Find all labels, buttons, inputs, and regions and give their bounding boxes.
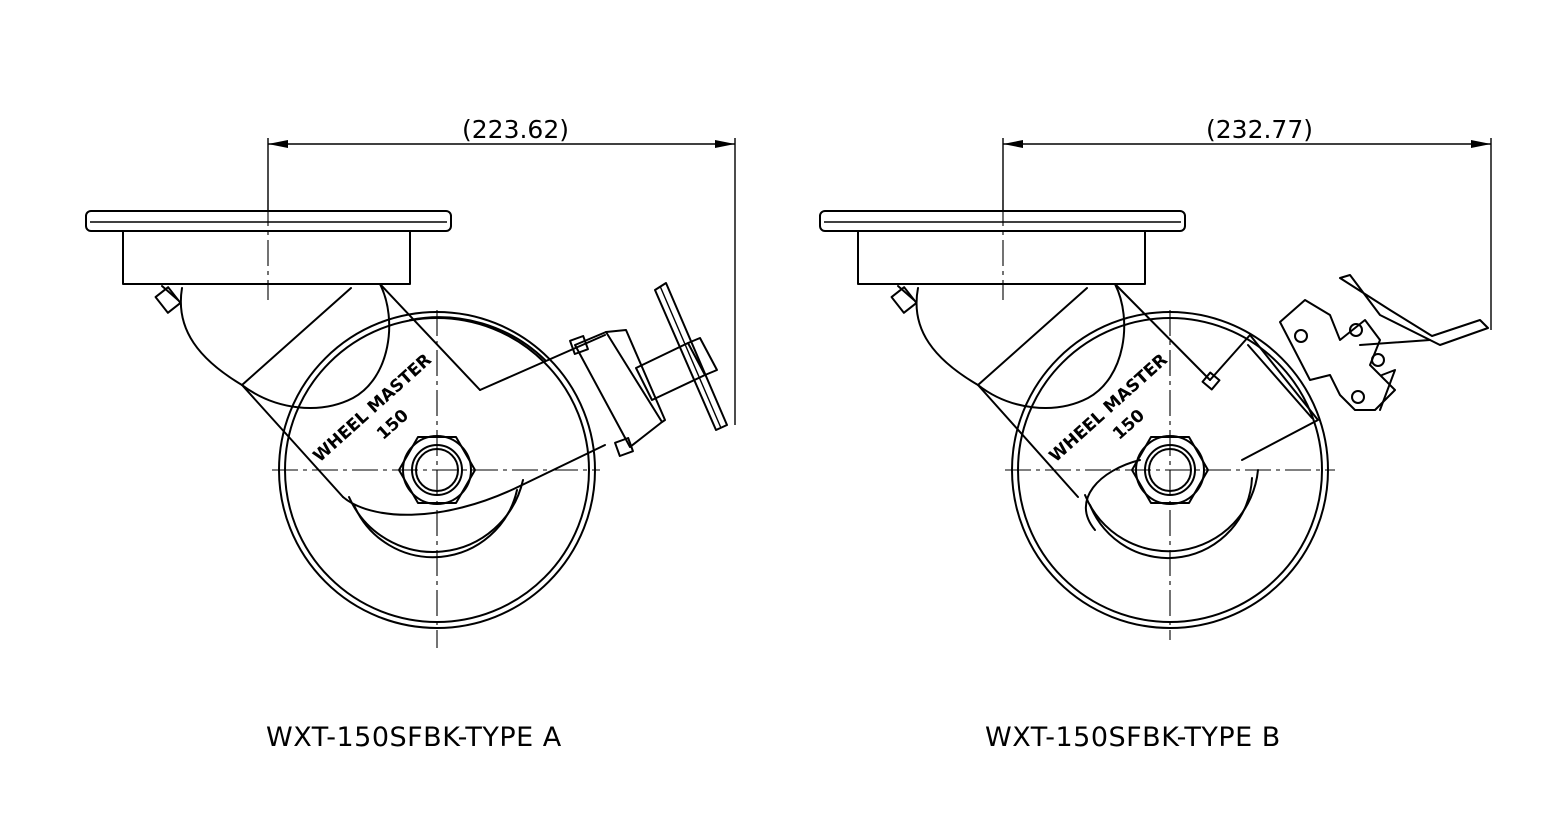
brand-marking-a: WHEEL MASTER 150 [310, 350, 436, 466]
caption-type-b: WXT-150SFBK-TYPE B [985, 722, 1281, 753]
centerlines-b [1002, 200, 1335, 640]
brand-name-b: WHEEL MASTER [1046, 350, 1172, 466]
caster-view-type-b: (232.77) [819, 115, 1492, 640]
centerlines-a [267, 200, 600, 648]
grease-nipple-b [890, 285, 918, 314]
brake-pedal-b [1279, 274, 1489, 411]
swivel-body-b [915, 283, 1319, 531]
overall-length-dimension-b: (232.77) [1002, 115, 1492, 330]
dimension-value-a: (223.62) [462, 115, 569, 144]
brand-name-a: WHEEL MASTER [310, 350, 436, 466]
brake-housing-a [569, 329, 666, 457]
overall-length-dimension-a: (223.62) [267, 115, 736, 425]
brand-marking-b: WHEEL MASTER 150 [1046, 350, 1172, 466]
caption-type-a: WXT-150SFBK-TYPE A [266, 722, 562, 753]
brake-lever-a [635, 282, 728, 431]
dimension-value-b: (232.77) [1206, 115, 1313, 144]
caster-view-type-a: (223.62) [85, 115, 736, 648]
swivel-body-a [179, 283, 606, 516]
grease-nipple-a [154, 285, 182, 314]
